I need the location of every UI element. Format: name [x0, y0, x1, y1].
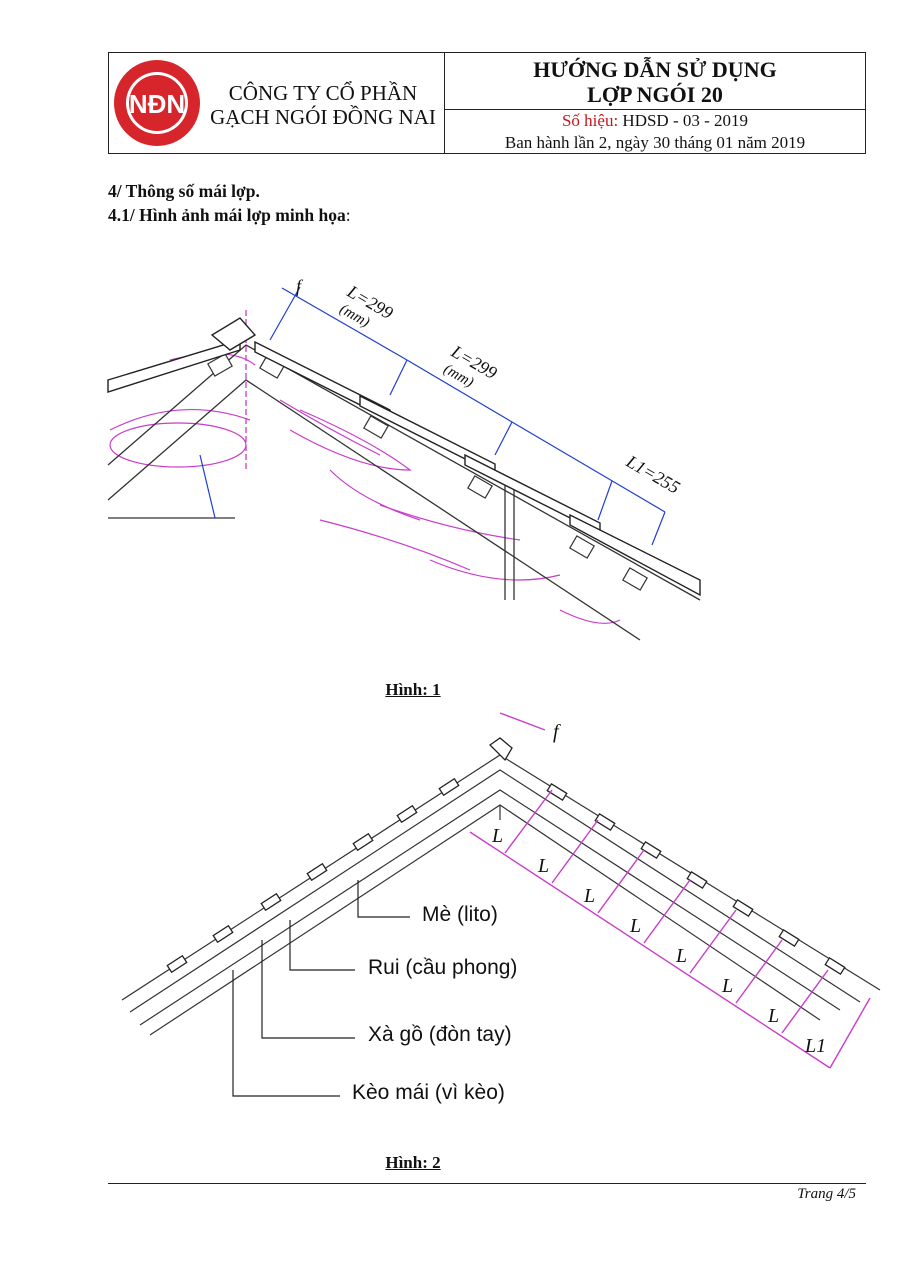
- figure-1-battens: [207, 353, 648, 591]
- figure-2-dimension-lines: [469, 712, 871, 1069]
- page-number: Trang 4/5: [797, 1186, 856, 1202]
- title-line-2: LỢP NGÓI 20: [587, 82, 723, 107]
- figure-2-tiles: [166, 737, 846, 976]
- figure-2-roof: [121, 754, 881, 1036]
- figure-2-caption: Hình: 2: [385, 1153, 441, 1172]
- figure-2-dim-L1: L1: [804, 1035, 826, 1057]
- figure-1-rafters: [107, 310, 701, 641]
- figure-2-dim-f: f: [553, 721, 561, 743]
- section-4-1-heading: 4.1/ Hình ảnh mái lợp minh họa:: [108, 205, 351, 226]
- document-code-value: HDSD - 03 - 2019: [622, 111, 749, 130]
- callout-xago: Xà gồ (đòn tay): [368, 1023, 512, 1046]
- section-4-1-text: 4.1/ Hình ảnh mái lợp minh họa: [108, 205, 346, 225]
- figure-2-dim-L-4: L: [629, 915, 641, 937]
- figure-2-dim-L-5: L: [675, 945, 687, 967]
- figure-1-dim-f: f: [296, 276, 304, 296]
- figure-1-dimensions: [199, 286, 666, 546]
- section-4-heading: 4/ Thông số mái lợp.: [108, 181, 260, 201]
- issue-line: Ban hành lần 2, ngày 30 tháng 01 năm 201…: [504, 133, 806, 152]
- figure-2-callout-leaders: [232, 880, 410, 1097]
- callout-rui: Rui (cầu phong): [368, 956, 518, 979]
- figure-2-dim-L-6: L: [721, 975, 733, 997]
- figure-2-dim-L-3: L: [583, 885, 595, 907]
- footer-divider: [108, 1183, 866, 1184]
- company-block: NĐN CÔNG TY CỔ PHẦN GẠCH NGÓI ĐỒNG NAI: [109, 53, 445, 153]
- document-header: NĐN CÔNG TY CỔ PHẦN GẠCH NGÓI ĐỒNG NAI H…: [108, 52, 866, 154]
- document-code-label: Số hiệu:: [561, 111, 619, 130]
- figure-2-dim-L-1: L: [491, 825, 503, 847]
- callout-lito: Mè (lito): [422, 903, 498, 926]
- company-line-1: CÔNG TY CỔ PHẦN: [228, 81, 418, 105]
- figure-2-dim-L-7: L: [767, 1005, 779, 1027]
- document-meta: Số hiệu: HDSD - 03 - 2019 Ban hành lần 2…: [445, 110, 865, 154]
- callout-keo: Kèo mái (vì kèo): [352, 1081, 505, 1104]
- company-name: CÔNG TY CỔ PHẦN GẠCH NGÓI ĐỒNG NAI: [201, 81, 445, 129]
- document-info-block: HƯỚNG DẪN SỬ DỤNG LỢP NGÓI 20 Số hiệu: H…: [445, 53, 865, 153]
- company-logo: NĐN: [114, 60, 200, 146]
- title-line-1: HƯỚNG DẪN SỬ DỤNG: [533, 57, 777, 82]
- document-title: HƯỚNG DẪN SỬ DỤNG LỢP NGÓI 20: [445, 57, 865, 110]
- figure-1-caption: Hình: 1: [385, 680, 441, 699]
- figure-1-drawing: f L=299 (mm) L=299 (mm) L1=255: [107, 276, 701, 641]
- company-line-2: GẠCH NGÓI ĐỒNG NAI: [210, 105, 436, 129]
- figure-2-dim-L-2: L: [537, 855, 549, 877]
- logo-monogram: NĐN: [129, 89, 185, 119]
- section-4-1-colon: :: [345, 205, 351, 225]
- document-code: Số hiệu: HDSD - 03 - 2019: [445, 110, 865, 132]
- figure-1-tiles: [107, 317, 701, 597]
- figure-2-drawing: f L L L L L L L L1: [121, 712, 881, 1097]
